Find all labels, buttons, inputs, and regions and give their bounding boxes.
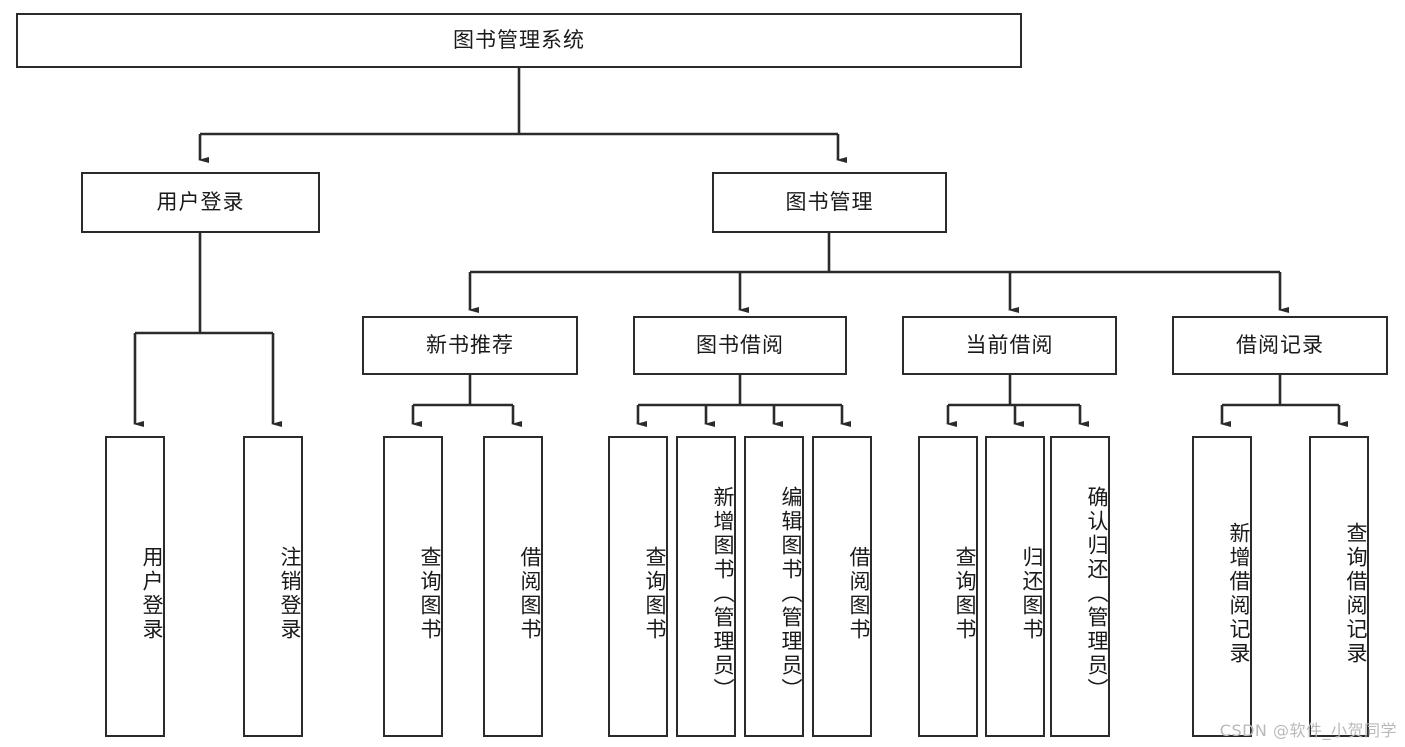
edges-current-borrow-to-leaves — [946, 375, 1089, 427]
node-borrow-record-label: 借阅记录 — [1236, 332, 1324, 357]
node-book-manage-label: 图书管理 — [785, 189, 874, 214]
node-current-borrow-label: 当前借阅 — [965, 332, 1054, 357]
leaf-recommend-borrow-book[interactable]: 借阅图书 — [483, 436, 543, 737]
leaf-borrow-borrow-book-label: 借阅图书 — [847, 545, 871, 642]
leaf-borrow-edit-book[interactable]: 编辑图书（管理员） — [744, 436, 804, 737]
leaf-current-return-book[interactable]: 归还图书 — [985, 436, 1045, 737]
edges-book-manage-to-level3 — [468, 233, 1289, 313]
node-user-login-label: 用户登录 — [156, 189, 245, 214]
leaf-logout-label: 注销登录 — [278, 545, 302, 642]
node-user-login[interactable]: 用户登录 — [81, 172, 320, 233]
leaf-borrow-add-book-label: 新增图书（管理员） — [711, 485, 735, 702]
edges-root-to-level2 — [198, 68, 847, 163]
node-new-book-recommend-label: 新书推荐 — [426, 332, 514, 357]
leaf-recommend-query-book[interactable]: 查询图书 — [383, 436, 443, 737]
leaf-current-return-book-label: 归还图书 — [1020, 545, 1044, 642]
csdn-watermark: CSDN @软件_小贺同学 — [1219, 721, 1397, 740]
leaf-borrow-borrow-book[interactable]: 借阅图书 — [812, 436, 872, 737]
leaf-record-query-label: 查询借阅记录 — [1344, 521, 1368, 666]
leaf-borrow-add-book[interactable]: 新增图书（管理员） — [676, 436, 736, 737]
leaf-record-add-label: 新增借阅记录 — [1227, 521, 1251, 666]
node-new-book-recommend[interactable]: 新书推荐 — [362, 316, 578, 375]
leaf-borrow-query-book[interactable]: 查询图书 — [608, 436, 668, 737]
leaf-record-add[interactable]: 新增借阅记录 — [1192, 436, 1252, 737]
node-root-label: 图书管理系统 — [453, 27, 585, 52]
edges-borrow-record-to-leaves — [1220, 375, 1348, 427]
node-current-borrow[interactable]: 当前借阅 — [902, 316, 1117, 375]
leaf-user-login-label: 用户登录 — [140, 545, 164, 642]
edges-book-borrow-to-leaves — [636, 375, 851, 427]
leaf-recommend-query-book-label: 查询图书 — [418, 545, 442, 642]
node-book-borrow-label: 图书借阅 — [696, 332, 784, 357]
edges-user-login-to-leaves — [133, 233, 282, 427]
node-borrow-record[interactable]: 借阅记录 — [1172, 316, 1388, 375]
edges-new-book-rec-to-leaves — [411, 375, 522, 427]
node-root[interactable]: 图书管理系统 — [16, 13, 1022, 68]
leaf-recommend-borrow-book-label: 借阅图书 — [518, 545, 542, 642]
leaf-current-query-book-label: 查询图书 — [953, 545, 977, 642]
leaf-logout[interactable]: 注销登录 — [243, 436, 303, 737]
node-book-borrow[interactable]: 图书借阅 — [633, 316, 847, 375]
leaf-current-query-book[interactable]: 查询图书 — [918, 436, 978, 737]
node-book-manage[interactable]: 图书管理 — [712, 172, 947, 233]
leaf-borrow-edit-book-label: 编辑图书（管理员） — [779, 485, 803, 702]
leaf-current-confirm-return-label: 确认归还（管理员） — [1085, 485, 1109, 702]
leaf-user-login[interactable]: 用户登录 — [105, 436, 165, 737]
leaf-record-query[interactable]: 查询借阅记录 — [1309, 436, 1369, 737]
leaf-current-confirm-return[interactable]: 确认归还（管理员） — [1050, 436, 1110, 737]
leaf-borrow-query-book-label: 查询图书 — [643, 545, 667, 642]
